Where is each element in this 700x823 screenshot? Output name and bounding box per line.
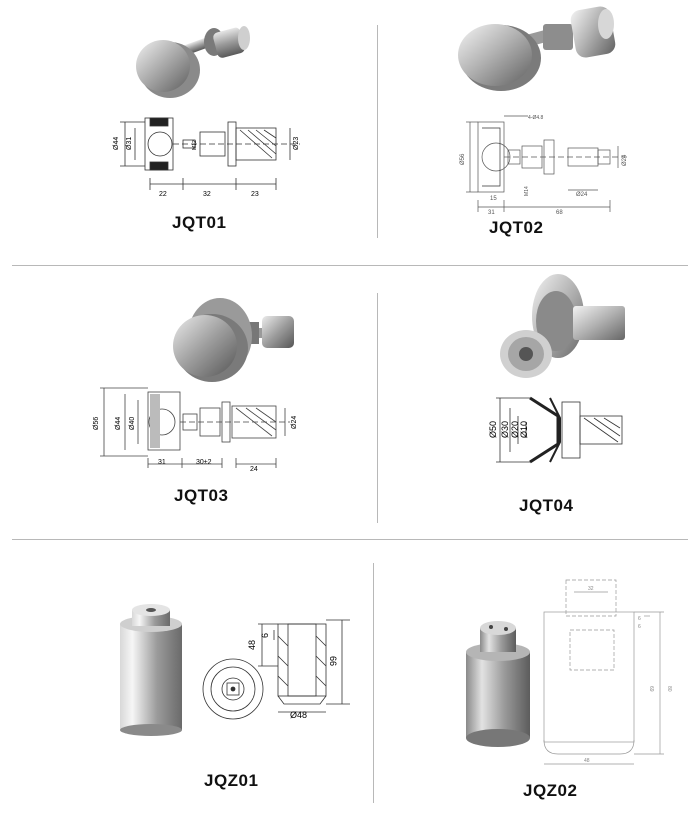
jqt04-dim-d1: Ø50 — [488, 421, 498, 438]
jqz02-dim-r4: 80 — [666, 686, 672, 692]
jqz01-dim-h2: 6 — [260, 633, 270, 638]
jqt02-dim-bot3: Ø24 — [576, 192, 588, 198]
jqt01-dim-b3: 23 — [251, 191, 259, 198]
product-cell-jqt02: Ø56 4-Ø4.8 M14 Ø24 15 31 68 Ø24 JQT02 — [378, 0, 700, 265]
product-label-jqt01: JQT01 — [172, 213, 227, 232]
jqt02-drawing: Ø56 4-Ø4.8 M14 Ø24 15 31 68 Ø24 — [460, 115, 628, 216]
jqt01-dim-right: Ø23 — [293, 137, 300, 150]
jqt03-dim-b3: 24 — [250, 466, 258, 473]
jqt04-photo — [500, 274, 625, 378]
jqt01-photo — [136, 26, 250, 98]
product-label-jqz02: JQZ02 — [523, 781, 578, 800]
jqt02-dim-right: Ø24 — [622, 154, 628, 166]
divider-horizontal-2 — [12, 539, 688, 540]
divider-vertical-row1 — [377, 25, 378, 238]
jqt04-dim-d4: Ø10 — [519, 421, 529, 438]
product-cell-jqz01: 48 6 66 Ø48 JQZ01 — [0, 540, 373, 823]
jqz02-dim-bottom: 48 — [584, 758, 590, 764]
product-cell-jqt04: Ø50 Ø30 Ø20 Ø10 JQT04 — [378, 266, 700, 539]
jqt03-dim-b2: 30±2 — [196, 459, 212, 466]
jqt02-photo — [458, 6, 616, 91]
jqt02-dim-m: M14 — [524, 186, 530, 196]
jqt03-dim-d2: Ø44 — [115, 417, 122, 430]
jqt03-dim-b1: 31 — [158, 459, 166, 466]
jqt02-dim-small: 15 — [490, 196, 497, 202]
jqt02-dim-bot1: 31 — [488, 210, 495, 216]
product-label-jqz01: JQZ01 — [204, 771, 259, 790]
jqt01-dim-b2: 32 — [203, 191, 211, 198]
divider-vertical-row3 — [373, 563, 374, 803]
jqt03-dim-d3: Ø40 — [129, 417, 136, 430]
jqt02-dim-bot2: 68 — [556, 210, 563, 216]
jqt03-drawing: Ø56 Ø44 Ø40 Ø24 31 30±2 24 — [93, 387, 298, 473]
jqz02-dim-r3: 69 — [648, 686, 654, 692]
jqt01-dim-b1: 22 — [159, 191, 167, 198]
jqz02-drawing: 32 6 6 69 80 48 — [543, 579, 672, 765]
jqt01-drawing: Ø44 Ø31 M12 Ø23 22 32 23 — [113, 117, 300, 198]
divider-horizontal-1 — [12, 265, 688, 266]
jqt01-dim-d2: Ø31 — [126, 137, 133, 150]
jqt04-dim-d3: Ø20 — [510, 421, 520, 438]
jqt01-dim-d1: Ø44 — [113, 137, 120, 150]
jqz01-photo — [120, 604, 182, 736]
jqt02-dim-left: Ø56 — [460, 153, 466, 165]
jqt04-dim-d2: Ø30 — [500, 421, 510, 438]
jqz01-dim-h1: 48 — [247, 640, 257, 650]
jqz01-drawing: 48 6 66 Ø48 — [202, 619, 350, 720]
jqt02-dim-top: 4-Ø4.8 — [528, 115, 544, 121]
jqz01-dim-bottom: Ø48 — [290, 710, 307, 720]
jqt04-drawing: Ø50 Ø30 Ø20 Ø10 — [488, 396, 623, 464]
product-cell-jqt03: Ø56 Ø44 Ø40 Ø24 31 30±2 24 JQT03 — [0, 266, 377, 539]
jqt03-dim-right: Ø24 — [291, 416, 298, 429]
product-cell-jqz02: 32 6 6 69 80 48 JQZ02 — [374, 540, 700, 823]
jqt03-dim-d1: Ø56 — [93, 417, 100, 430]
jqt01-dim-m: M12 — [192, 140, 198, 150]
divider-vertical-row2 — [377, 293, 378, 523]
jqz02-dim-r2: 6 — [638, 624, 641, 630]
product-label-jqt03: JQT03 — [174, 486, 229, 505]
product-label-jqt04: JQT04 — [519, 496, 574, 515]
product-cell-jqt01: Ø44 Ø31 M12 Ø23 22 32 23 JQT01 — [0, 0, 377, 265]
jqz02-photo — [466, 621, 530, 747]
jqz02-dim-top: 32 — [588, 586, 594, 592]
jqt03-photo — [173, 298, 294, 382]
jqz02-dim-r1: 6 — [638, 616, 641, 622]
product-label-jqt02: JQT02 — [489, 218, 544, 237]
jqz01-dim-h3: 66 — [328, 656, 338, 666]
